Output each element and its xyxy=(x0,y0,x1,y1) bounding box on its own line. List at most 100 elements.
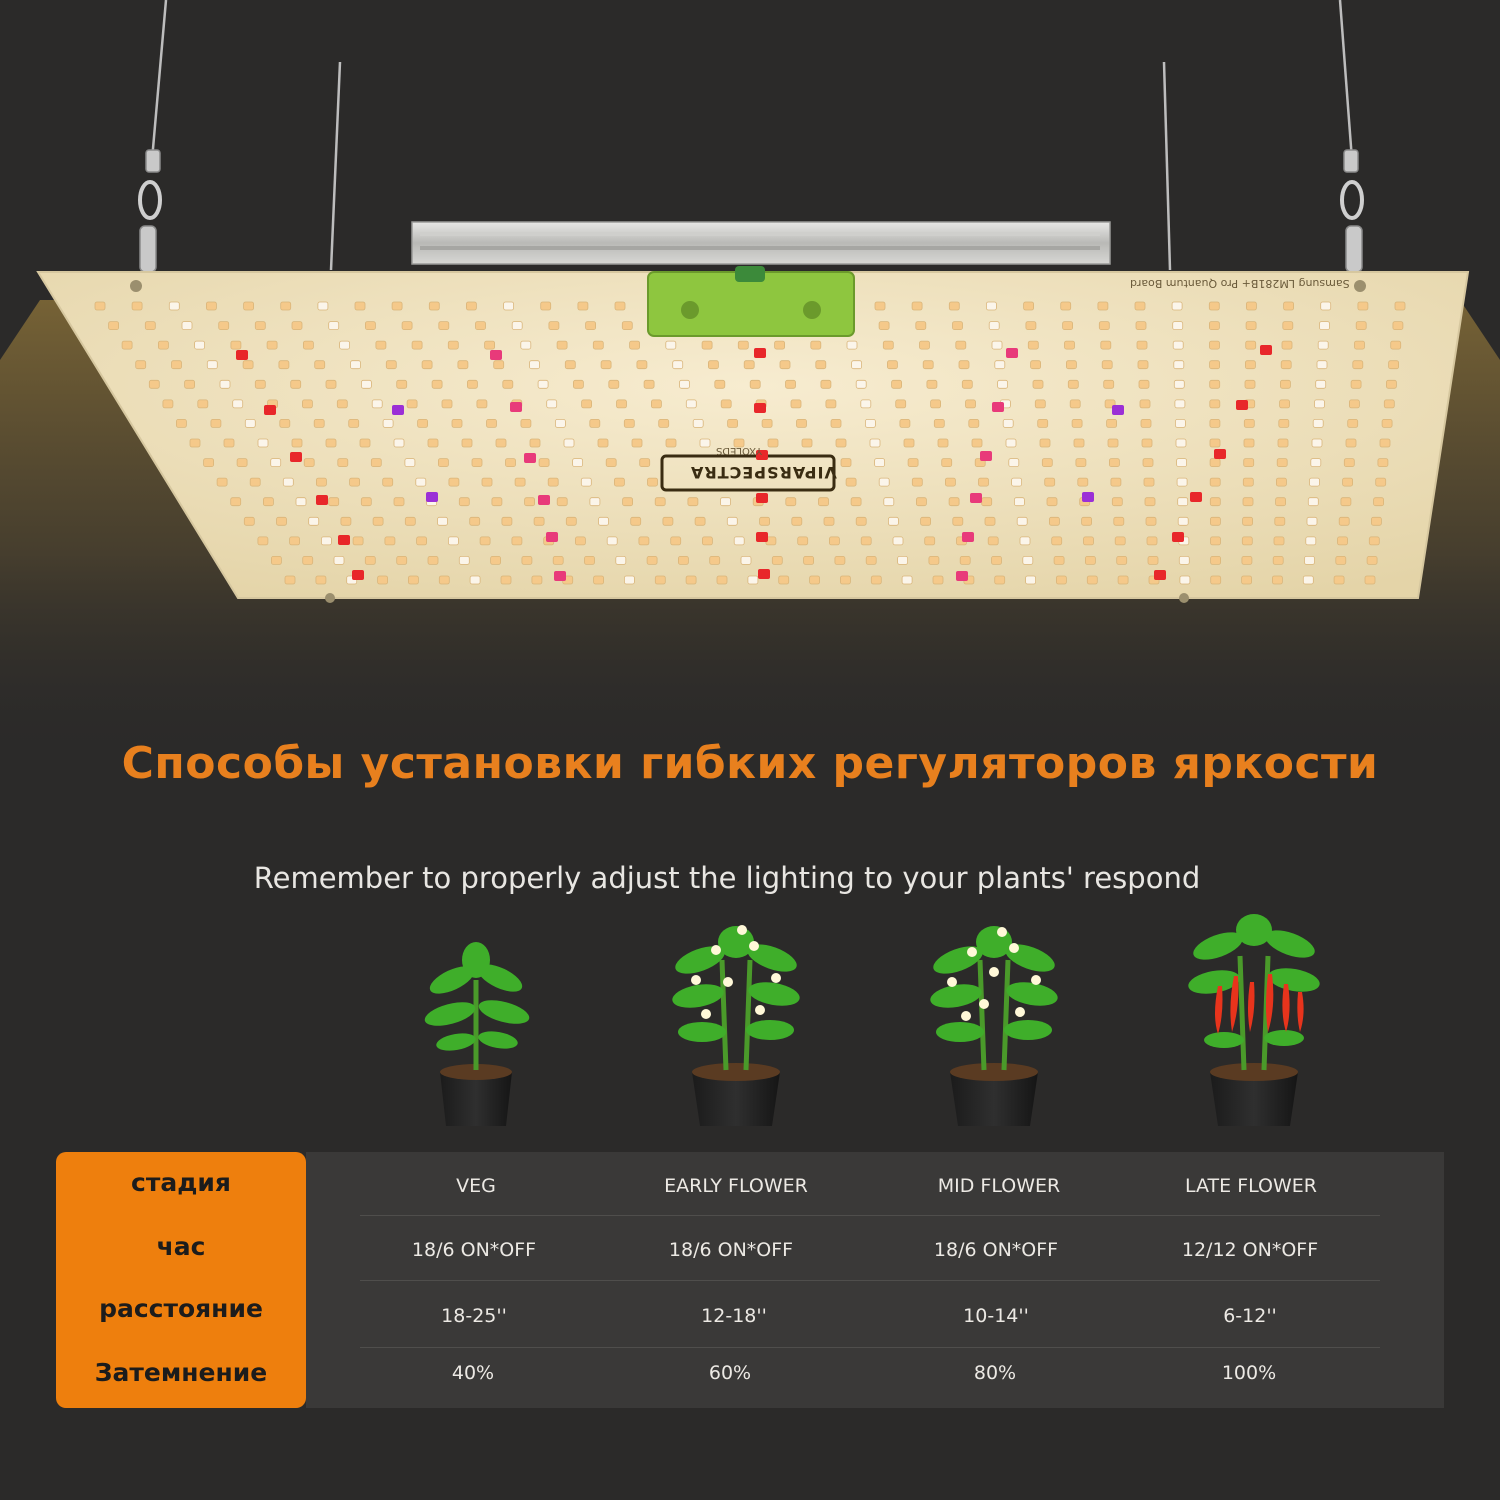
led-chip xyxy=(1243,418,1255,428)
led-chip xyxy=(796,418,807,428)
led-chip xyxy=(888,516,899,526)
led-chip xyxy=(325,438,337,448)
led-chip xyxy=(315,575,327,585)
led-chip xyxy=(749,379,761,389)
led-chip xyxy=(451,418,463,428)
led-chip xyxy=(986,301,997,311)
led-chip xyxy=(952,321,963,331)
led-chip xyxy=(911,301,923,311)
led-chip xyxy=(1172,340,1184,350)
led-chip xyxy=(486,418,497,428)
led-chip xyxy=(417,418,429,428)
led-chip xyxy=(646,556,658,565)
cell-hours-veg: 18/6 ON*OFF xyxy=(411,1239,537,1261)
led-chip xyxy=(162,399,174,409)
led-chip xyxy=(1283,301,1294,311)
led-chip xyxy=(1134,301,1146,311)
led-chip-accent xyxy=(756,493,768,503)
led-chip xyxy=(546,399,558,409)
led-chip xyxy=(600,360,612,370)
led-chip xyxy=(774,340,785,350)
led-chip xyxy=(448,477,460,487)
led-chip xyxy=(1101,360,1113,370)
led-chip xyxy=(801,438,813,448)
led-chip xyxy=(643,379,655,389)
led-chip-accent xyxy=(524,453,536,463)
led-chip xyxy=(629,340,640,350)
led-chip-accent xyxy=(970,493,982,503)
led-chip xyxy=(1097,301,1109,311)
led-chip xyxy=(529,438,541,448)
led-chip xyxy=(1241,556,1253,565)
led-chip xyxy=(850,497,862,507)
led-chip xyxy=(1030,360,1041,370)
led-chip xyxy=(1209,360,1220,370)
led-chip xyxy=(218,321,230,331)
led-chip-accent xyxy=(1154,570,1166,580)
led-chip xyxy=(1383,399,1395,409)
led-chip xyxy=(1272,575,1283,585)
led-chip xyxy=(1141,438,1153,448)
led-chip xyxy=(694,516,706,526)
led-chip xyxy=(1176,458,1187,468)
led-chip xyxy=(437,458,449,468)
brand-logo xyxy=(660,454,836,492)
led-chip xyxy=(1106,418,1117,428)
led-chip xyxy=(1366,556,1378,565)
led-chip xyxy=(189,438,201,448)
led-chip xyxy=(1011,477,1022,487)
led-chip xyxy=(616,399,627,409)
led-chip xyxy=(1002,418,1014,428)
led-chip xyxy=(1278,418,1290,428)
led-chip xyxy=(855,516,867,526)
led-chip xyxy=(328,497,340,507)
row-divider xyxy=(360,1347,1380,1348)
led-chip xyxy=(336,399,348,409)
led-chip-accent xyxy=(538,495,550,505)
led-chip xyxy=(575,536,586,546)
led-chip xyxy=(1064,340,1075,350)
led-chip xyxy=(678,556,689,565)
led-chip xyxy=(1137,360,1149,370)
row-divider xyxy=(360,1215,1380,1216)
led-chip-accent xyxy=(392,405,404,415)
led-chip xyxy=(447,340,459,350)
led-chip xyxy=(1110,477,1122,487)
led-chip xyxy=(1176,477,1188,487)
led-chip xyxy=(1340,497,1352,507)
led-chip xyxy=(997,379,1008,389)
led-chip xyxy=(1111,497,1123,507)
cell-stage-veg: VEG xyxy=(456,1175,496,1197)
led-chip xyxy=(317,301,329,311)
led-chip xyxy=(701,340,713,350)
led-chip xyxy=(1032,379,1044,389)
led-chip xyxy=(665,438,677,448)
led-chip xyxy=(1282,321,1294,331)
led-chip xyxy=(291,438,303,448)
led-chip xyxy=(1242,497,1254,507)
led-chip xyxy=(1034,399,1046,409)
cell-stage-early-flower: EARLY FLOWER xyxy=(664,1175,808,1197)
led-chip xyxy=(1044,477,1056,487)
led-chip xyxy=(759,516,770,526)
led-chip xyxy=(396,379,408,389)
led-chip xyxy=(1037,418,1049,428)
led-chip xyxy=(242,360,254,370)
led-chip xyxy=(572,458,583,468)
led-chip xyxy=(385,360,397,370)
led-chip xyxy=(1046,497,1058,507)
led-chip xyxy=(438,575,450,585)
led-chip xyxy=(882,340,894,350)
led-chip xyxy=(638,536,650,546)
led-chip xyxy=(308,516,320,526)
led-chip xyxy=(1208,301,1220,311)
led-chip xyxy=(1146,536,1158,546)
led-chip xyxy=(860,399,872,409)
led-chip xyxy=(687,497,699,507)
led-chip xyxy=(375,340,387,350)
led-chip xyxy=(702,536,713,546)
led-chip xyxy=(1242,477,1254,487)
led-chip xyxy=(540,301,552,311)
led-chip xyxy=(585,321,596,331)
led-chip xyxy=(1354,340,1365,350)
